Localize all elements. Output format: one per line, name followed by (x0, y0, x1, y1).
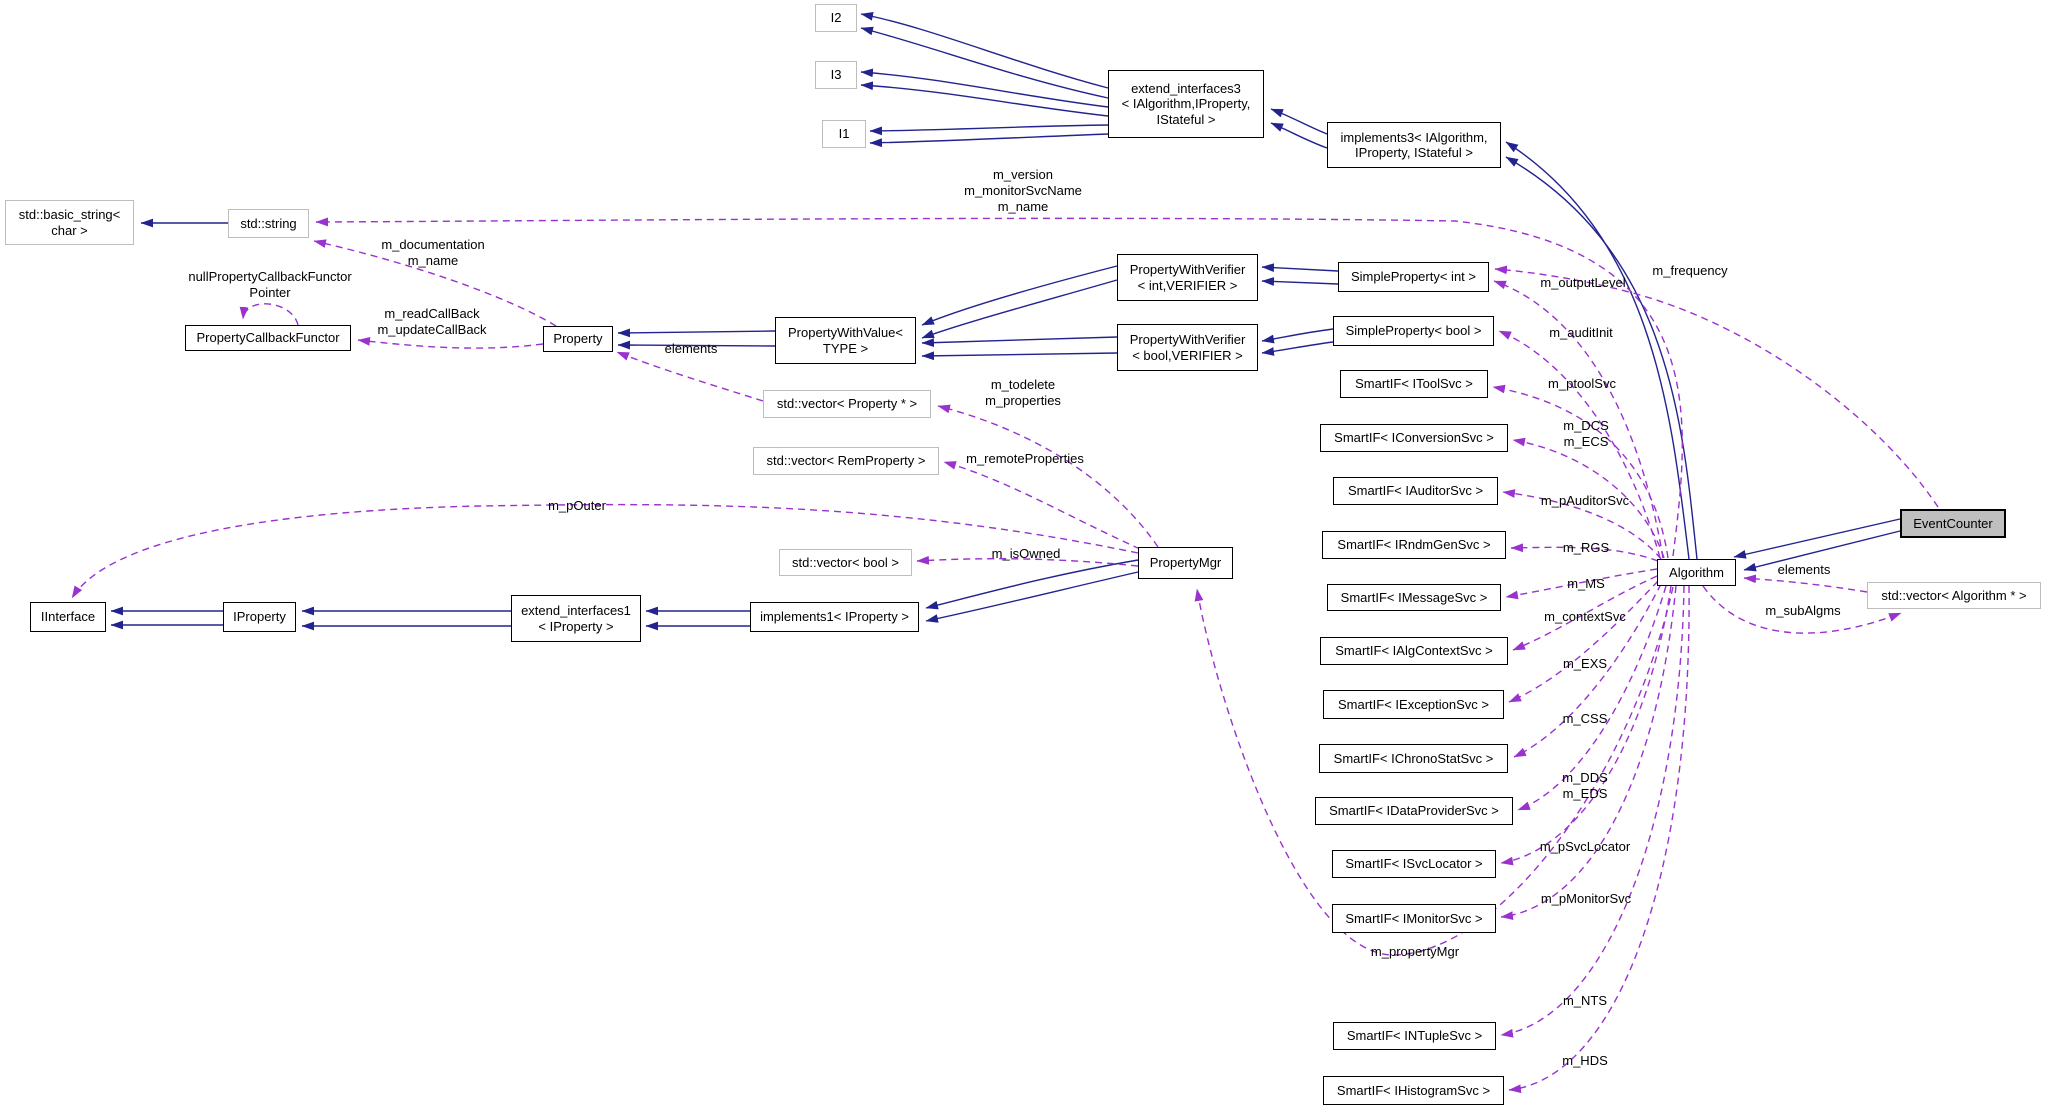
edge-ext3-i1-1 (869, 124, 1109, 136)
node-iinterface[interactable]: IInterface (30, 602, 106, 632)
node-property-with-value[interactable]: PropertyWithValue< TYPE > (775, 317, 916, 364)
edge-algorithm-impl3-2 (1505, 156, 1698, 560)
edge-ext3-i2-1 (860, 12, 1109, 89)
edge-algorithm-algcontextsvc (1512, 575, 1658, 651)
node-property-with-verifier-bool[interactable]: PropertyWithVerifier < bool,VERIFIER > (1117, 324, 1258, 371)
node-smartif-imessagesvc[interactable]: SmartIF< IMessageSvc > (1327, 584, 1501, 611)
edge-algorithm-vecalgo (1702, 585, 1902, 634)
edge-algorithm-ntuplesvc (1500, 585, 1685, 1038)
edge-spint-pwvint-1 (1261, 263, 1339, 273)
edge-property-pcf (357, 336, 544, 349)
edge-algorithm-toolsvc (1492, 384, 1669, 559)
edge-pwv-property-2 (617, 340, 776, 350)
edge-ext3-i3-2 (860, 81, 1109, 117)
edge-algorithm-dataprovidersvc (1517, 585, 1667, 811)
node-implements3[interactable]: implements3< IAlgorithm, IProperty, ISta… (1327, 122, 1501, 168)
edge-algorithm-propertymgr (1194, 586, 1674, 956)
edge-propertymgr-vecbool (916, 555, 1139, 567)
edge-algorithm-histogramsvc (1508, 585, 1690, 1094)
edge-spint-pwvint-2 (1261, 277, 1339, 286)
edge-impl3-ext3-2 (1270, 122, 1328, 149)
node-extend-interfaces3[interactable]: extend_interfaces3 < IAlgorithm,IPropert… (1108, 70, 1264, 138)
edge-propertymgr-vecprop (937, 404, 1159, 548)
node-eventcounter: EventCounter (1900, 509, 2006, 538)
node-std-basic-string: std::basic_string< char > (5, 200, 134, 245)
edge-ext3-i3-1 (860, 68, 1109, 108)
node-iproperty[interactable]: IProperty (223, 602, 296, 632)
node-smartif-iconversionsvc[interactable]: SmartIF< IConversionSvc > (1320, 424, 1508, 452)
edge-propertymgr-impl1-2 (925, 571, 1139, 623)
node-smartif-ihistogramsvc[interactable]: SmartIF< IHistogramSvc > (1323, 1076, 1504, 1105)
edge-eventcounter-algorithm-1 (1733, 518, 1901, 559)
node-simple-property-bool[interactable]: SimpleProperty< bool > (1333, 316, 1494, 346)
edge-algorithm-monitorsvc (1500, 585, 1677, 920)
node-smartif-imonitorsvc[interactable]: SmartIF< IMonitorSvc > (1332, 904, 1496, 933)
edge-propertymgr-impl1-1 (925, 559, 1139, 610)
node-smartif-irndmgensvc[interactable]: SmartIF< IRndmGenSvc > (1322, 531, 1506, 559)
node-property-with-verifier-int[interactable]: PropertyWithVerifier < int,VERIFIER > (1117, 254, 1258, 301)
node-smartif-intuplesvc[interactable]: SmartIF< INTupleSvc > (1333, 1022, 1496, 1050)
edge-impl3-ext3-1 (1270, 108, 1328, 135)
edge-algorithm-conversionsvc (1512, 437, 1665, 559)
edge-property-string (313, 239, 557, 327)
edge-ext3-i2-2 (860, 26, 1109, 99)
edge-algorithm-spint (1493, 280, 1664, 559)
node-smartif-iexceptionsvc[interactable]: SmartIF< IExceptionSvc > (1323, 690, 1504, 719)
node-smartif-idataprovidersvc[interactable]: SmartIF< IDataProviderSvc > (1315, 797, 1513, 825)
edge-pwvint-pwv-1 (921, 265, 1118, 326)
edge-algorithm-rndmgensvc (1510, 543, 1659, 562)
edge-algorithm-chronostatsvc (1513, 583, 1662, 758)
edge-algorithm-string (315, 217, 1683, 557)
edge-pcf-self (239, 303, 299, 326)
node-vector-property: std::vector< Property * > (763, 390, 931, 418)
node-smartif-itoolsvc[interactable]: SmartIF< IToolSvc > (1340, 370, 1488, 398)
edge-ext3-i1-2 (869, 133, 1109, 148)
edge-propertymgr-iinterface (71, 503, 1139, 599)
node-simple-property-int[interactable]: SimpleProperty< int > (1338, 262, 1489, 292)
edge-algorithm-exceptionsvc (1508, 580, 1659, 703)
node-smartif-ichronostatsvc[interactable]: SmartIF< IChronoStatSvc > (1319, 744, 1508, 773)
edge-algorithm-messagesvc (1505, 568, 1658, 600)
node-extend-interfaces1[interactable]: extend_interfaces1 < IProperty > (511, 595, 641, 642)
edge-pwvint-pwv-2 (921, 279, 1118, 339)
node-std-string: std::string (228, 209, 309, 238)
node-propertymgr[interactable]: PropertyMgr (1138, 547, 1233, 579)
node-property[interactable]: Property (543, 326, 613, 352)
edge-propertymgr-vecrem (943, 461, 1141, 550)
node-smartif-isvclocator[interactable]: SmartIF< ISvcLocator > (1332, 850, 1496, 878)
node-implements1[interactable]: implements1< IProperty > (750, 602, 919, 632)
node-i1: I1 (822, 120, 866, 148)
edge-algorithm-spbool (1498, 330, 1661, 559)
node-algorithm[interactable]: Algorithm (1657, 559, 1736, 586)
edge-spbool-pwvbool-2 (1261, 341, 1334, 356)
node-smartif-iauditorsvc[interactable]: SmartIF< IAuditorSvc > (1333, 477, 1498, 505)
node-property-callback-functor[interactable]: PropertyCallbackFunctor (185, 325, 351, 351)
edge-vecprop-property (616, 351, 764, 402)
edge-pwvbool-pwv-1 (921, 336, 1118, 347)
node-vector-algorithm: std::vector< Algorithm * > (1867, 582, 2041, 609)
edge-vecalgo-algorithm (1743, 574, 1868, 593)
node-smartif-ialgcontextsvc[interactable]: SmartIF< IAlgContextSvc > (1320, 637, 1508, 665)
node-vector-bool: std::vector< bool > (779, 549, 912, 576)
edge-algorithm-auditorsvc (1502, 489, 1662, 560)
edge-algorithm-impl3-1 (1505, 141, 1690, 560)
edge-algorithm-svclocator (1500, 585, 1672, 866)
node-i3: I3 (815, 61, 857, 89)
edge-spbool-pwvbool-1 (1261, 328, 1334, 344)
edge-pwv-property-1 (617, 328, 776, 338)
edge-eventcounter-spint (1494, 265, 1939, 508)
node-vector-remproperty: std::vector< RemProperty > (753, 447, 939, 475)
edge-pwvbool-pwv-2 (921, 351, 1118, 361)
node-i2: I2 (815, 4, 857, 32)
edge-eventcounter-algorithm-2 (1743, 530, 1901, 572)
